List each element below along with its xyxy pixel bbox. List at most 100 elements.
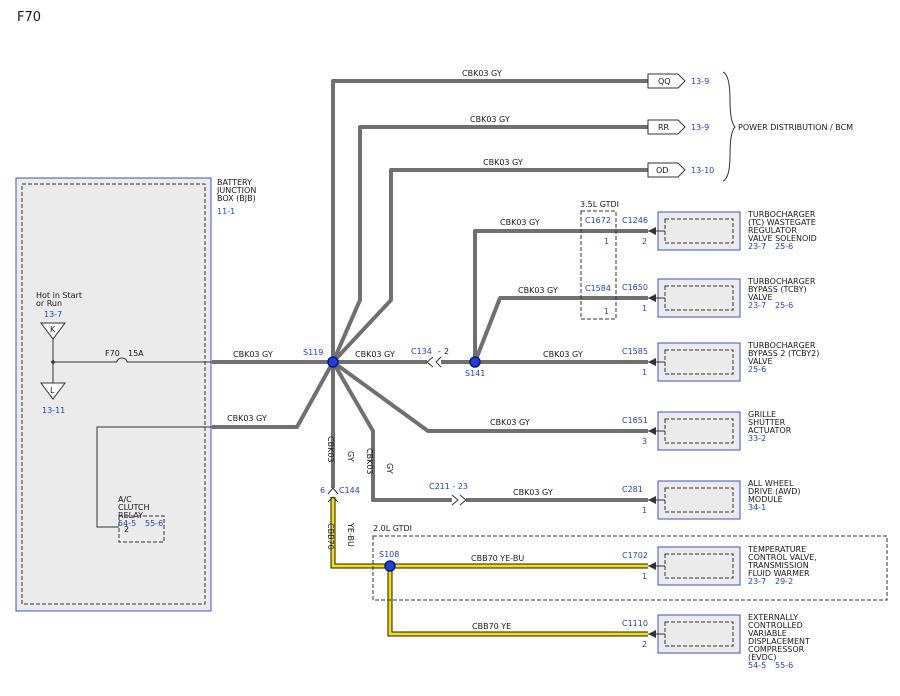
svg-text:CBK03: CBK03 <box>326 436 335 463</box>
splice-s141-label: S141 <box>465 369 485 378</box>
pin-l-label: L <box>50 386 55 395</box>
svg-text:CBK03 GY: CBK03 GY <box>233 350 273 359</box>
svg-text:CBK03 GY: CBK03 GY <box>470 115 510 124</box>
svg-text:11-1: 11-1 <box>217 207 235 216</box>
ac-relay-box <box>118 515 165 543</box>
svg-text:CBK03 GY: CBK03 GY <box>500 218 540 227</box>
component-ref: 23-7 <box>748 242 766 251</box>
component-connector: C281 <box>622 485 643 494</box>
splice-s141 <box>469 356 481 368</box>
wire-labels: CBK03 GY CBK03 GY CBK03 GY CBK03 GY CBK0… <box>227 69 583 631</box>
ac-relay-lead <box>96 426 212 528</box>
svg-text:CBB70: CBB70 <box>326 523 335 550</box>
gtdi35-box <box>580 210 617 320</box>
pin-k-label: K <box>50 325 56 334</box>
svg-text:C134: C134 <box>411 347 432 356</box>
component-inner <box>664 553 734 579</box>
component-inner <box>664 418 734 444</box>
svg-text:6: 6 <box>320 486 325 495</box>
component-pin-arrow <box>648 630 656 638</box>
svg-text:QQ: QQ <box>658 77 671 86</box>
c1672-pin: 1 <box>604 237 609 246</box>
connector-c144: 6 C144 <box>320 486 360 503</box>
c1672-label: C1672 <box>585 216 611 225</box>
component-connector: C1110 <box>622 619 648 628</box>
component-ref: 55-6 <box>775 661 793 670</box>
svg-text:GY: GY <box>346 451 355 462</box>
component-ref: 29-2 <box>775 577 793 586</box>
svg-text:RR: RR <box>658 123 670 132</box>
splice-s108 <box>384 560 396 572</box>
component-inner <box>664 218 734 244</box>
component-connector: C1585 <box>622 347 648 356</box>
gtdi20-box <box>372 535 888 601</box>
component-ref: 54-5 <box>748 661 766 670</box>
component-pin-arrow <box>648 294 656 302</box>
page-title: F70 <box>17 10 41 25</box>
component-inner <box>664 285 734 311</box>
fuse-rating: 15A <box>128 349 144 358</box>
svg-text:-: - <box>438 347 441 356</box>
component-inner <box>664 487 734 513</box>
component-ref: 23-7 <box>748 301 766 310</box>
svg-text:CBK03 GY: CBK03 GY <box>513 488 553 497</box>
output-od: OD 13-10 <box>647 162 714 178</box>
bjb-inner <box>21 183 206 605</box>
yellow-wires <box>330 497 648 637</box>
component-inner <box>664 621 734 647</box>
c1584-pin: 1 <box>604 307 609 316</box>
svg-text:CBK03 GY: CBK03 GY <box>462 69 502 78</box>
power-distribution-label: POWER DISTRIBUTION / BCM <box>738 123 853 132</box>
component-ref: 25-6 <box>775 242 793 251</box>
gray-wires <box>212 79 648 502</box>
svg-text:CBB70 YE: CBB70 YE <box>472 622 511 631</box>
output-rr: RR 13-9 <box>647 119 709 135</box>
svg-text:13-9: 13-9 <box>691 123 709 132</box>
svg-text:13-7: 13-7 <box>44 310 62 319</box>
gtdi35-label: 3.5L GTDI <box>580 200 619 209</box>
component-connector: C1651 <box>622 416 648 425</box>
component-pin: 1 <box>642 572 647 581</box>
fuse-name: F70 <box>105 349 120 358</box>
svg-text:C211 - 23: C211 - 23 <box>429 482 468 491</box>
splice-s119 <box>327 356 339 368</box>
component-pin-arrow <box>648 227 656 235</box>
svg-text:CBK03 GY: CBK03 GY <box>227 414 267 423</box>
splice-s108-label: S108 <box>379 550 399 559</box>
svg-text:CBB70 YE-BU: CBB70 YE-BU <box>471 554 524 563</box>
ac-relay-pin: 2 <box>124 525 129 534</box>
pin-l-ref: 13-11 <box>42 406 65 415</box>
brace <box>722 71 736 182</box>
component-pin: 1 <box>642 304 647 313</box>
svg-text:C144: C144 <box>339 486 360 495</box>
component-pin-arrow <box>648 427 656 435</box>
connector-c134: C134 - 2 <box>411 347 449 368</box>
svg-text:CBK03 GY: CBK03 GY <box>518 286 558 295</box>
component-pin: 2 <box>642 640 647 649</box>
component-pin: 2 <box>642 237 647 246</box>
svg-text:13-9: 13-9 <box>691 77 709 86</box>
component-pin: 1 <box>642 506 647 515</box>
svg-text:13-10: 13-10 <box>691 166 714 175</box>
component-connector: C1650 <box>622 283 648 292</box>
svg-text:CBK03: CBK03 <box>365 448 374 475</box>
component-connector: C1246 <box>622 216 648 225</box>
connector-c211: C211 - 23 <box>429 482 468 506</box>
